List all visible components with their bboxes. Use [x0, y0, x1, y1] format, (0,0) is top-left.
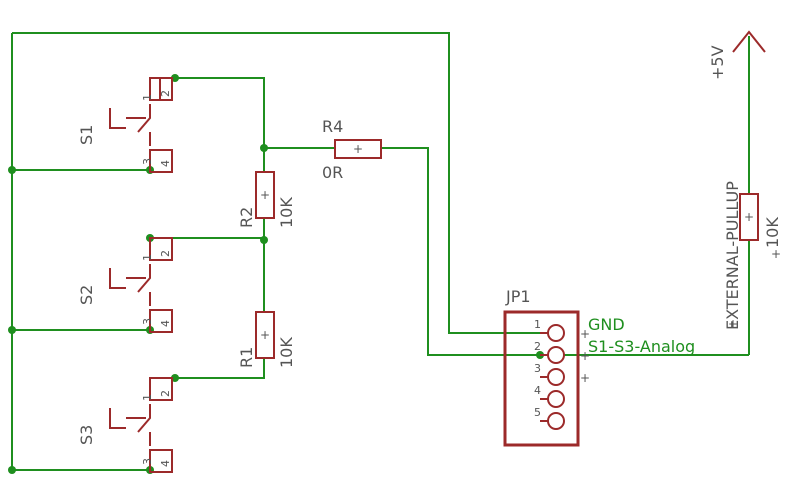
switch-lever — [109, 264, 151, 306]
switch-lever — [109, 104, 151, 146]
junction-dot — [8, 466, 16, 474]
pin-number: 1 — [141, 94, 154, 101]
resistor-polarity: + — [260, 188, 270, 202]
resistor-value: 10K — [277, 337, 296, 368]
switch-s3 — [109, 377, 173, 473]
resistor-value: 0R — [322, 163, 343, 182]
switch-label: S2 — [77, 285, 96, 305]
connector-pin-number: 3 — [534, 362, 541, 375]
junction-dot — [8, 166, 16, 174]
connector-pin-number: 2 — [534, 340, 541, 353]
junction-dot — [260, 236, 268, 244]
connector-pin — [547, 390, 565, 408]
connector-label: JP1 — [505, 287, 531, 306]
resistors — [255, 139, 759, 359]
net-label-analog: S1-S3-Analog — [588, 337, 695, 356]
connector-pin-number: 5 — [534, 406, 541, 419]
connector-pin — [547, 324, 565, 342]
pin-number: 2 — [159, 90, 172, 97]
switch-body-outline — [150, 77, 173, 101]
resistor-r4-body — [334, 139, 382, 159]
resistor-r2-body — [255, 171, 275, 219]
connector-pin — [547, 346, 565, 364]
pin-number: 4 — [159, 320, 172, 327]
connector-pin-plus: + — [580, 371, 590, 385]
connector-pin-plus: + — [580, 327, 590, 341]
pin-number: 3 — [141, 158, 154, 165]
supply-label: +5V — [708, 45, 727, 80]
pin-number: 1 — [141, 394, 154, 401]
pin-number: 1 — [141, 254, 154, 261]
switch-label: S1 — [77, 125, 96, 145]
resistor-label: EXTERNAL-PULLUP — [723, 181, 742, 330]
switch-s2 — [109, 237, 173, 333]
resistor-label: R2 — [237, 207, 256, 228]
connector-pin-number: 4 — [534, 384, 541, 397]
connector-pin — [547, 368, 565, 386]
pullup-plus-mark: + — [771, 247, 781, 261]
resistor-r1-body — [255, 311, 275, 359]
pin-number: 2 — [159, 250, 172, 257]
wires — [11, 32, 750, 471]
pin-number: 4 — [159, 460, 172, 467]
switch-body — [149, 237, 173, 333]
pin-number: 4 — [159, 160, 172, 167]
resistor-polarity: + — [744, 210, 754, 224]
resistor-label: R4 — [322, 117, 343, 136]
resistor-pullup-body — [739, 193, 759, 241]
pullup-plus-mark: + — [728, 317, 738, 331]
wire-r4-right — [381, 147, 749, 356]
net-label-gnd: GND — [588, 315, 625, 334]
resistor-value: 10K — [763, 217, 782, 248]
wire-s1-top — [150, 77, 265, 148]
junction-dot — [260, 144, 268, 152]
connector-pin-plus: + — [580, 349, 590, 363]
connector-body — [503, 310, 580, 447]
pin-number: 3 — [141, 318, 154, 325]
switch-lever — [109, 404, 151, 446]
resistor-polarity: + — [260, 328, 270, 342]
resistor-value: 10K — [277, 197, 296, 228]
wire-s3-top — [150, 358, 265, 379]
pin-number: 2 — [159, 390, 172, 397]
switch-body — [149, 377, 173, 473]
connector-jp1: 1 2 3 4 5 + + + JP1 — [503, 287, 590, 447]
resistor-label: R1 — [237, 347, 256, 368]
power-arrow-icon — [732, 30, 766, 53]
switch-s1 — [109, 77, 173, 173]
connector-pin-number: 1 — [534, 318, 541, 331]
wire-top-gnd — [12, 32, 540, 334]
connector-pin — [547, 412, 565, 430]
resistor-polarity: + — [353, 142, 363, 156]
pin-number: 3 — [141, 458, 154, 465]
junction-dot — [8, 326, 16, 334]
switch-label: S3 — [77, 425, 96, 445]
